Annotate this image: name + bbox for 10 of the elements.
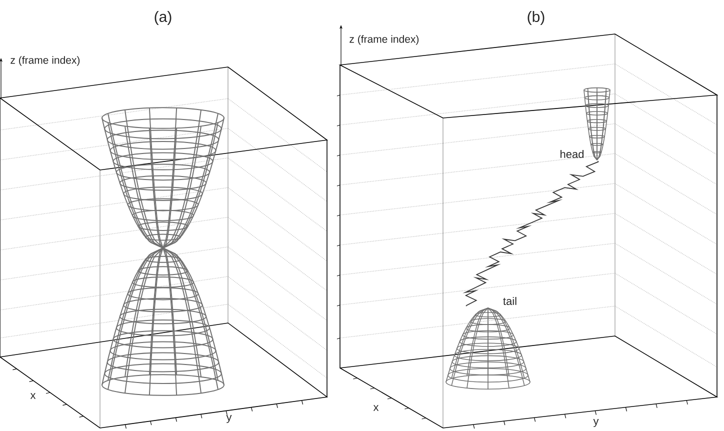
panel-label: (b): [528, 11, 544, 25]
axis-label: z (frame index): [10, 56, 80, 66]
panel-label: (a): [154, 11, 172, 25]
axis-label: x: [373, 405, 379, 411]
mesh-label: head: [560, 150, 584, 158]
axis-label: z (frame index): [350, 35, 419, 45]
axis-label: y: [593, 418, 599, 428]
axis-label: x: [30, 393, 36, 399]
mesh-label: tail: [503, 296, 516, 306]
axis-label: y: [226, 414, 232, 424]
